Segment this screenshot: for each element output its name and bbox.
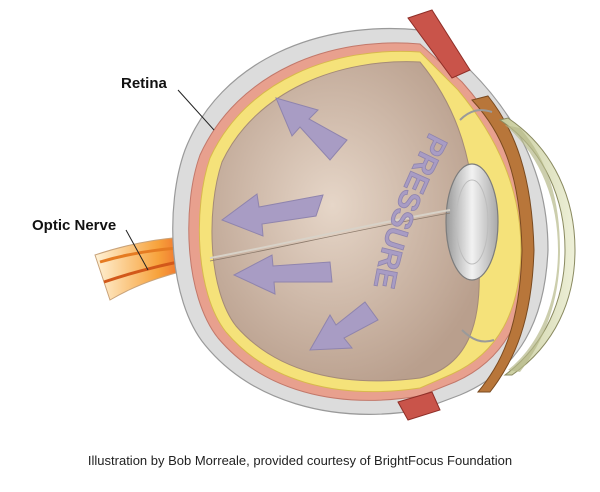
visual-axis-line xyxy=(209,209,451,259)
pressure-arrow-icon xyxy=(309,301,379,351)
pressure-arrow-icon xyxy=(232,254,333,295)
pressure-arrows xyxy=(220,97,379,351)
optic-nerve-label: Optic Nerve xyxy=(32,217,116,234)
upper-eyelid-tissue xyxy=(407,9,471,79)
lower-eyelid-tissue xyxy=(397,391,441,421)
illustration-credit: Illustration by Bob Morreale, provided c… xyxy=(87,453,513,468)
iris xyxy=(471,95,535,393)
pressure-arrow-icon xyxy=(275,97,348,161)
lens xyxy=(445,163,499,281)
retina-leader-line xyxy=(177,89,215,131)
pressure-arrow-icon xyxy=(220,193,324,237)
optic-nerve-leader-line xyxy=(125,229,149,271)
retina-label: Retina xyxy=(121,75,168,92)
cornea xyxy=(498,117,576,376)
